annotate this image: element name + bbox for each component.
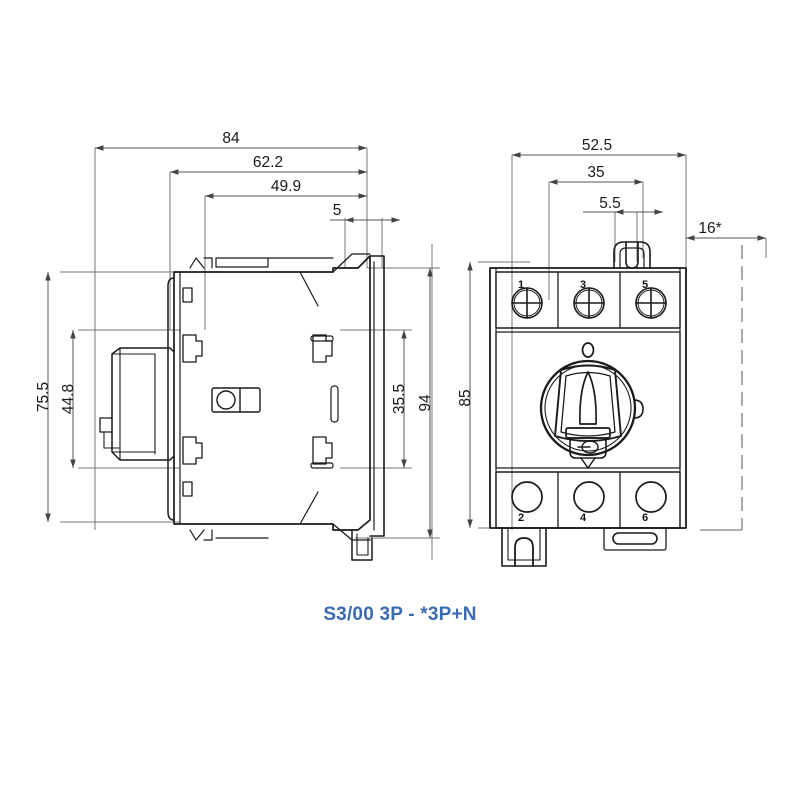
side-vent-slot-lower <box>310 462 334 469</box>
front-terminal-bore-2 <box>511 481 543 513</box>
side-rail-foot <box>351 529 373 561</box>
side-knob-stub <box>99 417 121 449</box>
front-terminal-screw-5 <box>635 287 667 319</box>
knob-handle-inner <box>560 371 616 437</box>
front-top-notch <box>613 241 651 269</box>
side-body-outline <box>173 255 371 531</box>
dim-text-44-8: 44.8 <box>60 384 77 414</box>
front-din-clip <box>501 527 547 567</box>
knob-bottom-tip <box>580 457 596 469</box>
dim-text-62-2: 62.2 <box>253 154 283 171</box>
dim-text-94: 94 <box>417 394 434 412</box>
side-view-geometry <box>99 253 385 561</box>
side-center-feature <box>211 387 261 413</box>
rail-mount-plate <box>369 255 385 537</box>
knob-handle-body <box>554 364 622 442</box>
drawing-caption: S3/00 3P - *3P+N <box>323 604 477 625</box>
front-view-extension-lines <box>478 155 767 530</box>
side-bottom-chamfer <box>332 523 371 541</box>
side-gusset-lower <box>299 491 319 525</box>
side-vent-slot-long <box>330 385 339 423</box>
side-snap-hook-upper-right <box>312 334 333 363</box>
rotary-knob[interactable] <box>539 359 644 469</box>
side-bottom-cover-detail <box>189 529 269 541</box>
dim-text-35: 35 <box>587 164 604 181</box>
terminal-label-1: 1 <box>518 279 524 291</box>
dimension-layer: 84 62.2 49.9 5 75.5 44.8 35.5 94 <box>35 130 767 560</box>
side-clip-lug-lower-left <box>182 481 193 497</box>
side-knob-housing <box>111 347 175 461</box>
dim-text-16: 16* <box>698 220 721 237</box>
knob-pointer <box>579 371 597 425</box>
side-top-chamfer <box>332 253 371 273</box>
terminal-label-6: 6 <box>642 512 648 524</box>
side-front-spine <box>167 277 175 521</box>
dim-text-35-5: 35.5 <box>391 384 408 414</box>
terminal-number-labels: 1 3 5 2 4 6 <box>518 279 648 524</box>
side-snap-hook-lower <box>182 436 203 465</box>
terminal-label-4: 4 <box>580 512 587 524</box>
side-clip-lug-upper-left <box>182 287 193 303</box>
front-terminal-screw-1 <box>511 287 543 319</box>
side-snap-hook-upper <box>182 334 203 363</box>
side-snap-hook-lower-right <box>312 436 333 465</box>
knob-side-tab <box>633 399 644 419</box>
side-gusset-upper <box>299 271 319 307</box>
front-indicator-marker <box>581 342 595 358</box>
knob-outer-ring <box>539 359 637 457</box>
dim-text-52-5: 52.5 <box>582 137 612 154</box>
front-body-outline <box>489 267 687 529</box>
knob-hasp-body <box>569 437 607 459</box>
side-view-dimension-lines <box>45 145 433 538</box>
side-vent-slot-upper <box>310 335 334 342</box>
dim-text-49-9: 49.9 <box>271 178 301 195</box>
side-top-cover-detail <box>189 257 334 269</box>
front-view-geometry <box>489 241 687 567</box>
terminal-label-3: 3 <box>580 279 586 291</box>
dim-text-5-5: 5.5 <box>599 195 621 212</box>
terminal-label-2: 2 <box>518 512 524 524</box>
side-rail-foot-inner <box>356 533 369 556</box>
front-view-dimension-lines <box>467 152 766 528</box>
dim-text-84: 84 <box>222 130 240 147</box>
front-view-dimension-texts: 52.5 35 5.5 16* 85 <box>457 137 722 407</box>
front-terminal-screw-3 <box>573 287 605 319</box>
front-terminal-bore-4 <box>573 481 605 513</box>
dim-text-85: 85 <box>457 389 474 406</box>
terminal-label-5: 5 <box>642 279 648 291</box>
front-din-clip-slot <box>603 527 667 551</box>
dim-text-75-5: 75.5 <box>35 382 52 412</box>
front-terminal-bore-6 <box>635 481 667 513</box>
side-view-dimension-texts: 84 62.2 49.9 5 75.5 44.8 35.5 94 <box>35 130 434 414</box>
dim-text-5: 5 <box>333 202 342 219</box>
